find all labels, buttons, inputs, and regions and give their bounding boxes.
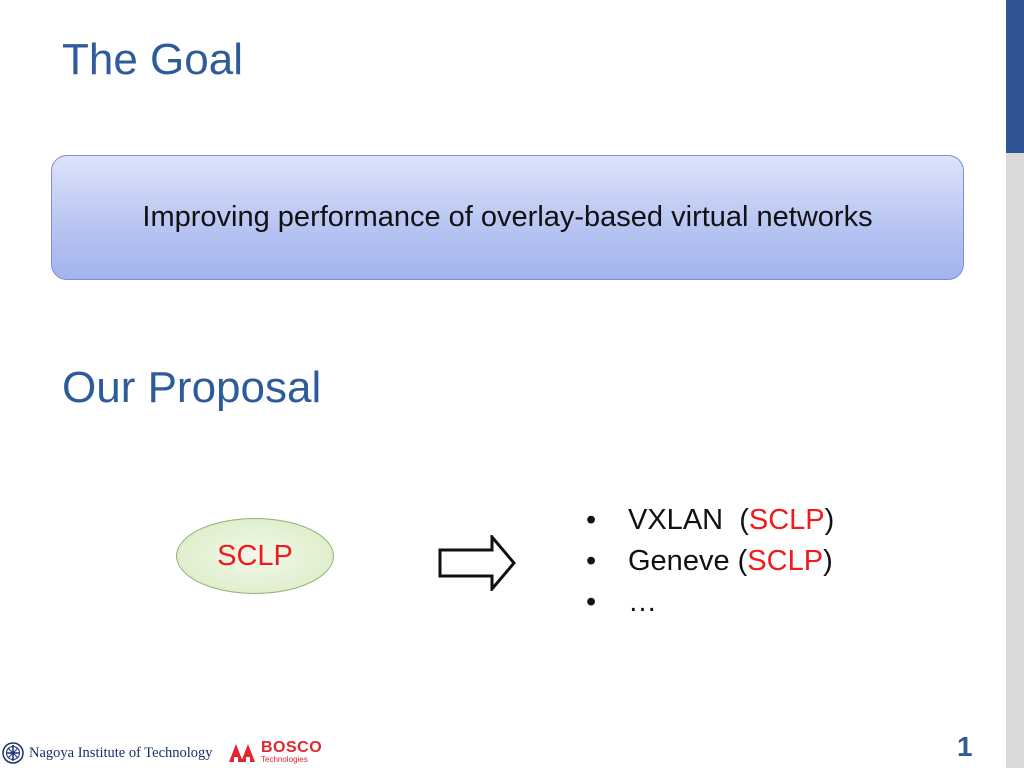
bullet-suffix: ) xyxy=(824,504,835,536)
bullet-highlight: SCLP xyxy=(747,545,824,577)
list-item: • Geneve (SCLP) xyxy=(586,541,834,582)
bullet-marker: • xyxy=(586,504,597,536)
bullet-highlight: SCLP xyxy=(748,504,825,536)
bosco-logo: BOSCO Technologies xyxy=(228,740,322,764)
bullet-suffix: ) xyxy=(823,545,833,577)
bullet-text: VXLAN ( xyxy=(628,504,749,536)
bullet-text: Geneve ( xyxy=(628,545,748,577)
bosco-logo-icon xyxy=(229,744,255,762)
bullet-list: •VXLAN (SCLP) •Geneve (SCLP) •… xyxy=(586,500,834,623)
list-item: • VXLAN (SCLP) xyxy=(586,500,834,541)
page-number: 1 xyxy=(957,731,973,762)
right-arrow-icon xyxy=(438,535,516,591)
bullet-marker: • xyxy=(586,545,597,577)
sidebar-strip xyxy=(1006,0,1024,768)
nit-emblem-icon xyxy=(2,742,24,764)
sidebar-accent xyxy=(1006,0,1024,153)
goal-text: Improving performance of overlay-based v… xyxy=(142,201,873,233)
institute-name: Nagoya Institute of Technology xyxy=(29,744,213,761)
sclp-ellipse: SCLP xyxy=(176,518,334,594)
bullet-text: … xyxy=(628,586,657,618)
nagoya-institute-logo: Nagoya Institute of Technology xyxy=(2,742,213,764)
goal-box: Improving performance of overlay-based v… xyxy=(51,155,964,280)
goal-heading: The Goal xyxy=(62,35,243,84)
bosco-wordmark: BOSCO Technologies xyxy=(261,740,322,764)
bullet-marker: • xyxy=(586,586,597,618)
list-item: •… xyxy=(586,582,834,623)
proposal-heading: Our Proposal xyxy=(62,363,322,412)
company-subtitle: Technologies xyxy=(261,755,308,764)
company-name: BOSCO xyxy=(261,739,323,756)
sclp-label: SCLP xyxy=(217,539,293,572)
